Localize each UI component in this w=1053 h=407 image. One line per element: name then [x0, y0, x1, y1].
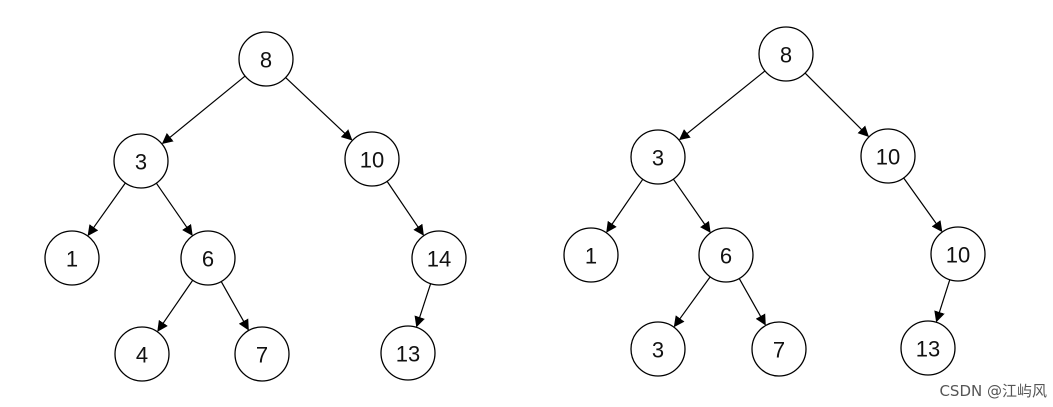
tree-right-edge-e-h — [738, 278, 766, 326]
tree-left-edge-a-b — [161, 75, 246, 144]
tree-right-node-d: 1 — [563, 227, 619, 283]
node-label: 1 — [585, 244, 597, 269]
tree-left-edge-f-i — [414, 283, 432, 328]
node-circle — [113, 133, 169, 189]
node-label: 8 — [780, 43, 792, 68]
node-label: 13 — [916, 337, 940, 362]
node-circle — [630, 321, 686, 377]
node-circle — [930, 226, 986, 282]
tree-right-node-c: 10 — [860, 128, 916, 184]
tree-left-node-a: 8 — [238, 31, 294, 87]
node-label: 7 — [256, 343, 268, 368]
tree-right-edge-c-f — [903, 177, 943, 233]
node-label: 1 — [66, 247, 78, 272]
tree-left-node-d: 1 — [44, 230, 100, 286]
tree-left-node-h: 7 — [234, 326, 290, 382]
node-circle — [238, 31, 294, 87]
tree-right-node-e: 6 — [698, 227, 754, 283]
node-label: 7 — [773, 338, 785, 363]
node-circle — [180, 230, 236, 286]
node-label: 4 — [136, 343, 148, 368]
node-circle — [234, 326, 290, 382]
node-label: 13 — [396, 342, 420, 367]
csdn-credit: CSDN @江屿风 — [939, 382, 1047, 400]
node-circle — [758, 26, 814, 82]
node-label: 3 — [135, 150, 147, 175]
node-label: 10 — [360, 148, 384, 173]
node-circle — [900, 320, 956, 376]
tree-right-node-g: 3 — [630, 321, 686, 377]
node-label: 8 — [260, 48, 272, 73]
node-circle — [411, 230, 467, 286]
node-label: 10 — [876, 145, 900, 170]
tree-left-node-i: 13 — [380, 325, 436, 381]
tree-right-edge-e-g — [673, 276, 711, 328]
tree-right-edge-b-d — [606, 178, 644, 233]
node-circle — [698, 227, 754, 283]
tree-left-node-f: 14 — [411, 230, 467, 286]
node-label: 3 — [652, 338, 664, 363]
tree-right-node-b: 3 — [630, 129, 686, 185]
node-circle — [860, 128, 916, 184]
tree-right-node-a: 8 — [758, 26, 814, 82]
node-label: 6 — [720, 244, 732, 269]
tree-left-node-g: 4 — [114, 326, 170, 382]
tree-left-node-b: 3 — [113, 133, 169, 189]
node-label: 14 — [427, 247, 451, 272]
node-circle — [380, 325, 436, 381]
node-circle — [751, 321, 807, 377]
node-label: 10 — [946, 243, 970, 268]
tree-left-edge-e-g — [157, 279, 194, 332]
tree-right-node-i: 13 — [900, 320, 956, 376]
node-circle — [344, 131, 400, 187]
tree-left: 8 3 10 1 6 14 4 7 13 — [44, 31, 467, 382]
node-circle — [114, 326, 170, 382]
node-circle — [44, 230, 100, 286]
node-label: 3 — [652, 146, 664, 171]
tree-left-edge-b-e — [155, 182, 193, 236]
tree-right: 8 3 10 1 6 10 3 7 13 — [563, 26, 986, 377]
tree-right-edge-a-b — [678, 70, 766, 141]
tree-right-node-f: 10 — [930, 226, 986, 282]
tree-left-node-c: 10 — [344, 131, 400, 187]
tree-left-edge-a-c — [285, 77, 353, 141]
tree-left-node-e: 6 — [180, 230, 236, 286]
tree-left-edge-e-h — [220, 281, 249, 331]
node-label: 6 — [202, 247, 214, 272]
tree-right-node-h: 7 — [751, 321, 807, 377]
tree-left-edge-c-f — [386, 181, 424, 236]
tree-left-edge-b-d — [87, 182, 126, 237]
tree-right-edge-f-i — [934, 279, 951, 323]
node-circle — [563, 227, 619, 283]
node-circle — [630, 129, 686, 185]
tree-right-edge-a-c — [804, 72, 869, 137]
tree-right-edge-b-e — [672, 178, 711, 233]
